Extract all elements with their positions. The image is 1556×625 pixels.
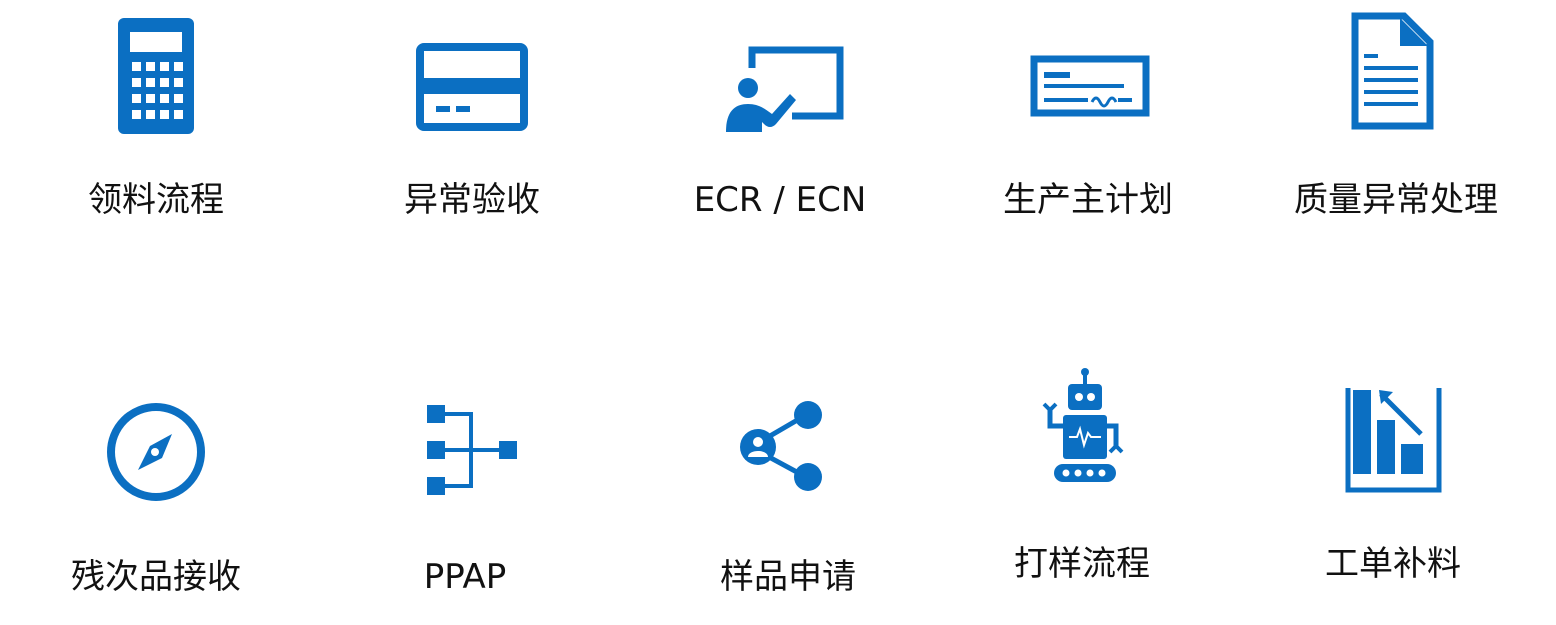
tile-ecr-ecn[interactable]: ECR / ECN bbox=[630, 10, 930, 250]
tile-label: 残次品接收 bbox=[71, 557, 241, 597]
tile-label: 工单补料 bbox=[1325, 544, 1461, 584]
tile-defective-goods-receipt[interactable]: 残次品接收 bbox=[6, 385, 306, 625]
tile-quality-exception-handling[interactable]: 质量异常处理 bbox=[1246, 10, 1546, 250]
tile-label: 打样流程 bbox=[1014, 544, 1150, 584]
bar-chart-icon bbox=[1243, 380, 1543, 520]
document-icon bbox=[1246, 10, 1546, 150]
tile-master-production-schedule[interactable]: 生产主计划 bbox=[938, 10, 1238, 250]
tile-material-requisition[interactable]: 领料流程 bbox=[6, 10, 306, 250]
tile-label: 生产主计划 bbox=[1003, 180, 1173, 220]
compass-icon bbox=[6, 385, 306, 525]
tile-sample-request[interactable]: 样品申请 bbox=[638, 385, 938, 625]
tile-label: 质量异常处理 bbox=[1294, 180, 1498, 220]
tile-work-order-replenishment[interactable]: 工单补料 bbox=[1243, 380, 1543, 620]
robot-icon bbox=[932, 360, 1232, 500]
tile-ppap[interactable]: PPAP bbox=[315, 385, 615, 625]
hierarchy-tree-icon bbox=[315, 385, 615, 525]
tile-exception-acceptance[interactable]: 异常验收 bbox=[322, 10, 622, 250]
tile-label: PPAP bbox=[423, 557, 507, 597]
tile-label: 样品申请 bbox=[720, 557, 856, 597]
tile-label: ECR / ECN bbox=[693, 180, 867, 220]
tile-label: 领料流程 bbox=[88, 180, 224, 220]
presentation-board-icon bbox=[630, 10, 930, 150]
tile-proofing-process[interactable]: 打样流程 bbox=[932, 360, 1232, 600]
credit-card-icon bbox=[322, 10, 622, 150]
check-document-icon bbox=[938, 10, 1238, 150]
calculator-icon bbox=[6, 10, 306, 150]
tile-label: 异常验收 bbox=[404, 180, 540, 220]
share-user-icon bbox=[638, 385, 938, 525]
